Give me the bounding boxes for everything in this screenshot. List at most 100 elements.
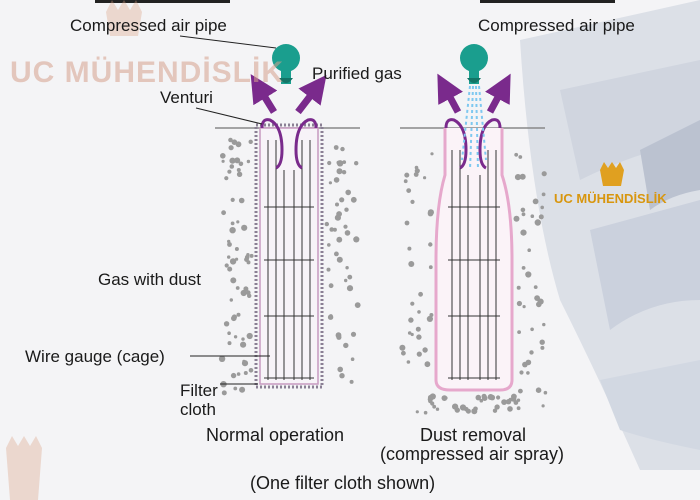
dust-particle xyxy=(408,317,414,323)
dust-particle xyxy=(452,403,459,410)
dust-particle xyxy=(414,168,420,174)
dust-particle xyxy=(345,266,349,270)
watermark-text-small: UC MÜHENDİSLİK xyxy=(554,191,667,206)
dust-particle xyxy=(326,267,331,272)
dust-removal-diagram xyxy=(399,44,548,415)
label-filter-cloth-2: cloth xyxy=(180,400,216,419)
dust-particle xyxy=(221,159,225,163)
watermark-logo-top xyxy=(106,0,142,36)
dust-particle xyxy=(327,243,331,247)
dust-particle xyxy=(324,221,329,227)
dust-particle xyxy=(424,361,431,368)
dust-particle xyxy=(233,386,238,391)
watermark-logo-bottom xyxy=(6,436,42,500)
dust-particle xyxy=(241,337,245,341)
dust-particle xyxy=(416,334,422,340)
caption-dust-removal-1: Dust removal xyxy=(420,425,527,445)
dust-particle xyxy=(238,197,245,204)
dust-particle xyxy=(249,253,254,258)
dust-particle xyxy=(540,205,544,210)
caption-footnote: (One filter cloth shown) xyxy=(250,473,436,493)
dust-particle xyxy=(423,410,428,415)
dust-particle xyxy=(522,305,526,309)
dust-particle xyxy=(229,164,235,169)
dust-particle xyxy=(422,347,428,353)
dust-particle xyxy=(427,209,434,216)
dust-particle xyxy=(543,390,548,395)
dust-particle xyxy=(423,176,427,180)
dust-particle xyxy=(344,230,351,236)
dust-particle xyxy=(534,219,541,226)
dust-particle xyxy=(240,289,247,297)
dust-particle xyxy=(235,141,242,148)
dust-particle xyxy=(228,145,234,151)
dust-particle xyxy=(221,210,227,216)
dust-particle xyxy=(406,188,412,194)
dust-particle xyxy=(517,330,521,334)
dust-particle xyxy=(416,351,422,357)
dust-particle xyxy=(246,159,251,164)
dust-particle xyxy=(227,242,232,247)
dust-particle xyxy=(336,160,341,165)
dust-particle xyxy=(530,327,534,332)
top-bar-left xyxy=(95,0,230,3)
caption-dust-removal-2: (compressed air spray) xyxy=(380,444,565,464)
watermark-text: UC MÜHENDİSLİK xyxy=(10,56,284,89)
dust-particle xyxy=(407,331,412,335)
dust-particle xyxy=(516,300,523,307)
dust-particle xyxy=(347,274,353,280)
dust-particle xyxy=(350,196,357,203)
label-compressed-air-pipe-right: Compressed air pipe xyxy=(478,16,635,35)
dust-particle xyxy=(233,335,238,339)
dust-particle xyxy=(335,202,339,207)
dust-particle xyxy=(514,174,522,181)
dust-particles-left xyxy=(218,137,361,396)
dust-particle xyxy=(234,247,239,251)
dust-particle xyxy=(236,312,241,317)
dust-particle xyxy=(407,246,412,251)
dust-particle xyxy=(337,366,344,373)
dust-particle xyxy=(525,271,532,278)
dust-particle xyxy=(333,177,340,183)
dust-particle xyxy=(541,192,546,197)
dust-particle xyxy=(410,301,415,306)
dust-particle xyxy=(541,404,545,408)
dust-particle xyxy=(235,286,240,290)
dust-particle xyxy=(229,258,237,265)
dust-particle xyxy=(527,248,531,252)
dust-particle xyxy=(236,171,243,177)
dust-particle xyxy=(496,395,501,400)
dust-particle xyxy=(541,171,547,177)
dust-particle xyxy=(426,315,433,322)
dust-particle xyxy=(231,315,237,322)
dust-particle xyxy=(501,399,507,405)
dust-particle xyxy=(487,394,494,400)
dust-particle xyxy=(246,253,250,257)
dust-particle xyxy=(430,401,435,406)
dust-particle xyxy=(399,344,406,351)
dust-particle xyxy=(494,405,499,409)
dust-particle xyxy=(344,278,348,283)
dust-particle xyxy=(341,170,347,175)
dust-particles-right xyxy=(399,152,548,415)
dust-particle xyxy=(513,215,520,222)
dust-particle xyxy=(332,227,337,232)
dust-particle xyxy=(403,179,408,184)
dust-particle xyxy=(428,242,433,247)
dust-particle xyxy=(236,220,240,224)
dust-particle xyxy=(539,339,545,345)
dust-particle xyxy=(519,370,524,375)
dust-particle xyxy=(346,285,354,292)
leader-lines xyxy=(179,35,277,385)
dust-particle xyxy=(514,152,519,157)
dust-particle xyxy=(227,255,231,259)
dust-particle xyxy=(511,393,517,400)
dust-particle xyxy=(537,298,544,305)
dust-particle xyxy=(224,176,229,181)
dust-particle xyxy=(354,302,361,308)
dust-particle xyxy=(429,393,436,400)
dust-particle xyxy=(236,372,241,376)
top-bar-right xyxy=(480,0,615,3)
dust-particle xyxy=(516,398,521,402)
dust-particle xyxy=(230,221,235,226)
